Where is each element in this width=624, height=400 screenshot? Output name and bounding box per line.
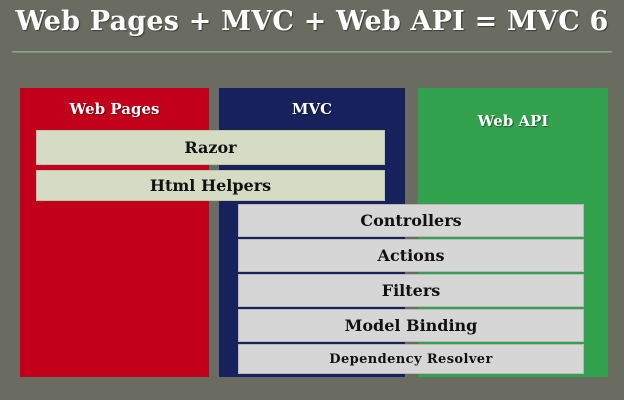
slide-title: Web Pages + MVC + Web API = MVC 6 [15,6,609,37]
feature-bar-actions: Actions [238,239,584,272]
feature-bar-model-binding: Model Binding [238,309,584,342]
column-label-mvc: MVC [291,100,333,118]
feature-bar-filters: Filters [238,274,584,307]
feature-bar-controllers: Controllers [238,204,584,237]
feature-bar-html-helpers: Html Helpers [36,170,385,201]
column-label-web-api: Web API [477,112,549,130]
title-divider [12,51,612,53]
feature-bar-razor: Razor [36,130,385,165]
feature-bar-dependency-resolver: Dependency Resolver [238,344,584,374]
column-label-web-pages: Web Pages [69,100,160,118]
